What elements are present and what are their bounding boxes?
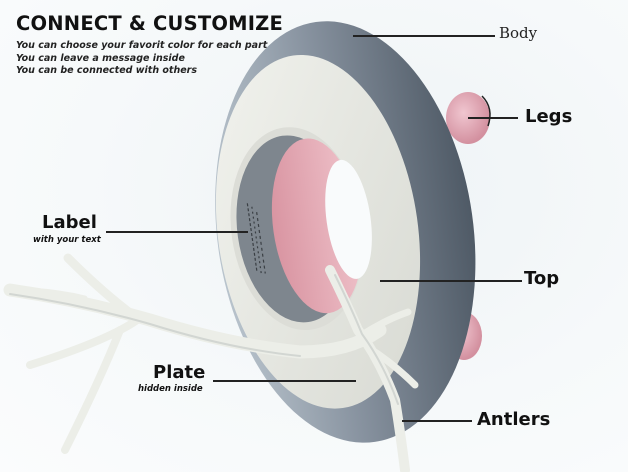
legs-callout-label: Legs bbox=[525, 106, 573, 127]
inner-hole-light bbox=[325, 159, 372, 279]
legs-callout-line bbox=[468, 117, 518, 119]
top-callout-label: Top bbox=[524, 268, 560, 289]
antlers-shading bbox=[9, 274, 399, 405]
plate-callout-line bbox=[213, 380, 356, 382]
feature-line: You can choose your favorit color for ea… bbox=[16, 40, 268, 51]
antlers-callout-line bbox=[402, 420, 472, 422]
page-title: CONNECT & CUSTOMIZE bbox=[16, 12, 284, 35]
top-callout-line bbox=[380, 280, 522, 282]
label-callout-line bbox=[106, 231, 248, 233]
plate-callout-sublabel: hidden inside bbox=[138, 384, 203, 394]
leg-top-edge bbox=[481, 95, 491, 127]
feature-line: You can be connected with others bbox=[16, 65, 198, 76]
body-callout-line bbox=[353, 35, 495, 37]
feature-list: You can choose your favorit color for ea… bbox=[16, 40, 267, 78]
body-callout-label: Body bbox=[499, 24, 538, 42]
feature-line: You can leave a message inside bbox=[16, 52, 185, 64]
label-callout-label: Label bbox=[42, 212, 97, 233]
label-callout-sublabel: with your text bbox=[33, 235, 101, 245]
plate-callout-label: Plate bbox=[153, 362, 206, 383]
antlers-callout-label: Antlers bbox=[477, 409, 551, 430]
antlers-shape bbox=[3, 253, 419, 472]
label-texture bbox=[246, 203, 266, 277]
